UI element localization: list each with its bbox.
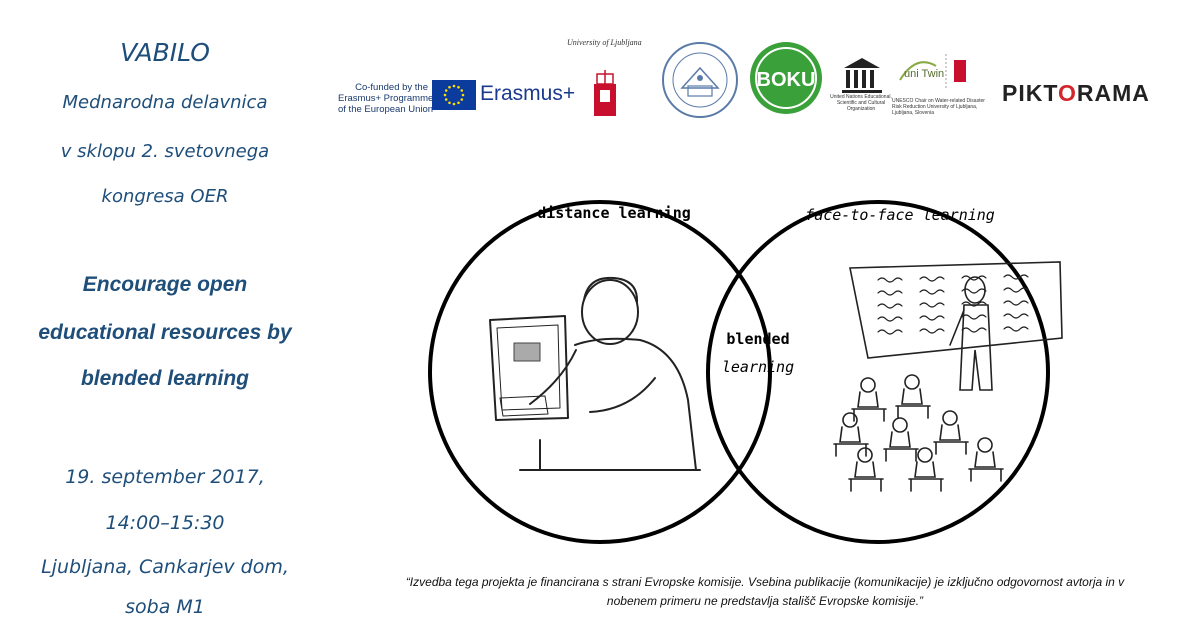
disclaimer-line-1: “Izvedba tega projekta je financirana s … xyxy=(405,575,1125,589)
eu-flag-icon xyxy=(432,80,476,110)
classroom-illustration-icon xyxy=(833,261,1063,492)
piktorama-o-icon: O xyxy=(1057,80,1077,106)
boku-logo-icon: BOKU xyxy=(750,42,822,114)
boku-text: BOKU xyxy=(757,69,816,91)
piktorama-logo: PIKTORAMA xyxy=(1002,80,1150,106)
location-line-2: soba M1 xyxy=(125,596,205,618)
date-line-1: 19. september 2017, xyxy=(65,466,265,488)
logo-strip: Co-funded by the Erasmus+ Programme of t… xyxy=(330,30,1198,130)
face-to-face-label: face-to-face learning xyxy=(805,206,995,224)
disclaimer-line-2: nobenem primeru ne predstavlja stališč E… xyxy=(606,594,924,608)
unesco-text: United Nations Educational, Scientific a… xyxy=(830,94,892,112)
eu-disclaimer: “Izvedba tega projekta je financirana s … xyxy=(360,573,1170,611)
invitation-panel: VABILO Mednarodna delavnica v sklopu 2. … xyxy=(0,0,340,642)
distance-learning-label: distance learning xyxy=(537,204,691,222)
university-seal-icon xyxy=(662,42,738,118)
erasmus-cofunded-text: Co-funded by the Erasmus+ Programme of t… xyxy=(338,82,434,115)
title-line-2: educational resources by xyxy=(38,321,292,344)
unitwin-logo-icon xyxy=(899,54,966,90)
face-to-face-circle xyxy=(706,200,1050,544)
university-ljubljana-text: University of Ljubljana xyxy=(567,38,642,47)
date-line-2: 14:00–15:30 xyxy=(105,512,225,534)
location-line-1: Ljubljana, Cankarjev dom, xyxy=(41,556,289,578)
distance-learning-circle xyxy=(428,200,772,544)
title-line-1: Encourage open xyxy=(82,273,248,296)
invitation-heading: VABILO xyxy=(120,38,210,67)
blended-label: blended xyxy=(726,330,789,348)
person-laptop-illustration-icon xyxy=(489,276,701,471)
university-ljubljana-logo-icon xyxy=(594,70,616,116)
title-line-3: blended learning xyxy=(80,367,250,390)
unitwin-text: UNESCO Chair on Water-related Disaster R… xyxy=(892,98,985,116)
erasmus-plus-logo: Erasmus+ xyxy=(480,82,576,105)
unesco-logo-icon xyxy=(842,58,882,93)
subtitle-line-2: v sklopu 2. svetovnega xyxy=(60,141,270,162)
subtitle-line-1: Mednarodna delavnica xyxy=(62,92,268,113)
unitwin-label: uni Twin xyxy=(904,68,945,80)
subtitle-line-3: kongresa OER xyxy=(101,186,229,207)
learning-label: learning xyxy=(722,358,794,376)
